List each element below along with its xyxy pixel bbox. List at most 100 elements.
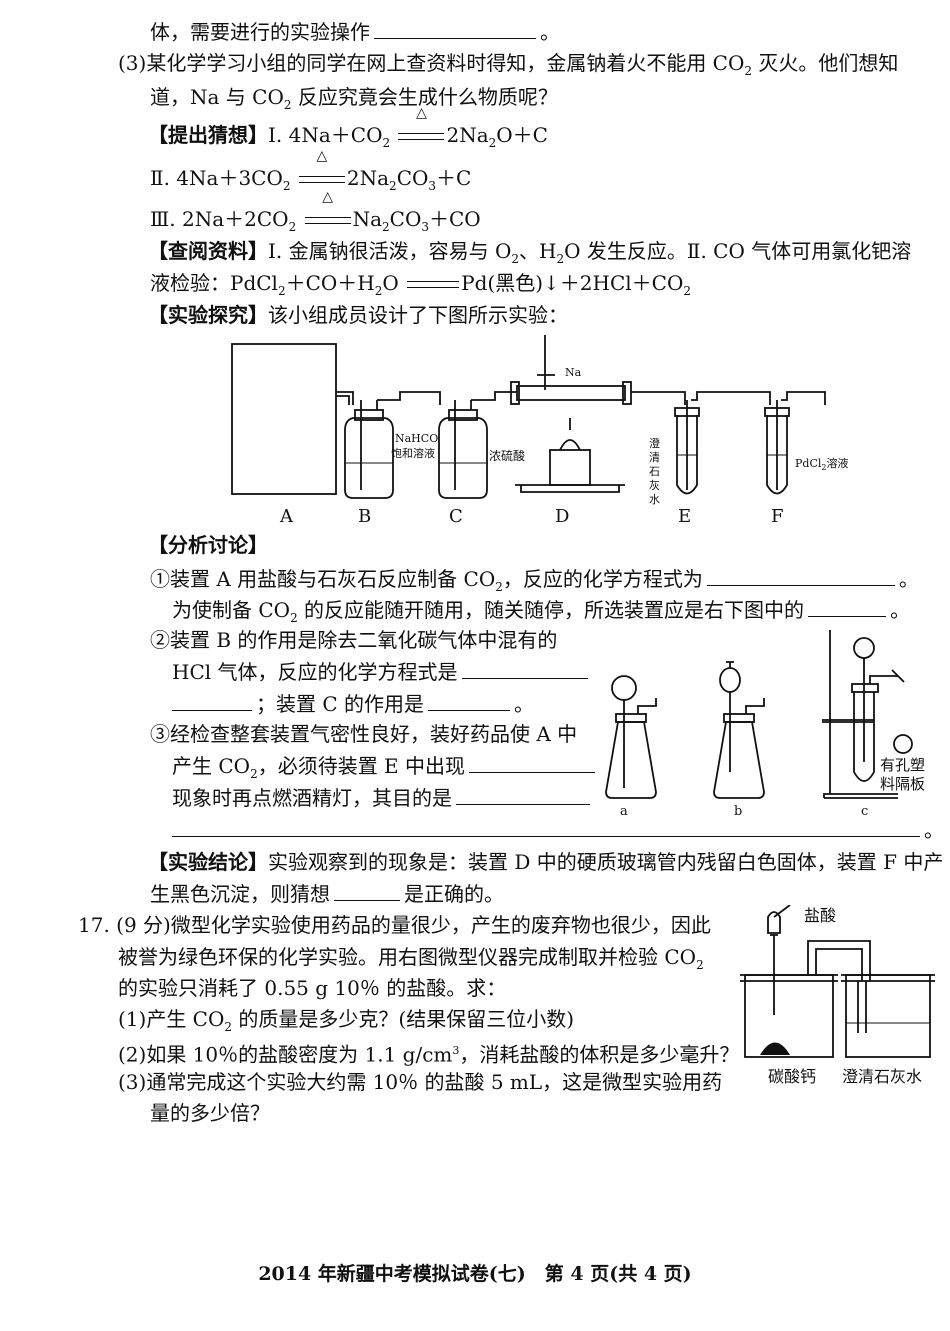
analysis-q1-line2: 为使制备 CO2 的反应能随开随用，随关随停，所选装置应是右下图中的。 — [172, 596, 911, 625]
fig-limewater-label: 澄清石灰水 — [842, 1067, 922, 1086]
test-tube-f — [766, 415, 788, 495]
glass-tube-d — [516, 385, 626, 401]
q1-line2-text-b: 的反应能随开随用，随关随停，所选装置应是右下图中的 — [297, 598, 805, 622]
lookup-heading: 【查阅资料】 — [148, 239, 268, 263]
heat-symbol: △ — [322, 189, 333, 205]
e-label-1: 清 — [649, 451, 660, 464]
q17-text2: 被誉为绿色环保的化学实验。用右图微型仪器完成制取并检验 CO — [118, 945, 697, 969]
q17-part1: (1)产生 CO2 的质量是多少克？(结果保留三位小数) — [118, 1007, 574, 1034]
explore-heading: 【实验探究】 — [148, 303, 268, 327]
e-label-4: 水 — [649, 493, 660, 506]
vessel-left — [744, 974, 834, 1058]
page-footer: 2014 年新疆中考模拟试卷(七) 第 4 页(共 4 页) — [258, 1263, 692, 1285]
punct: 。 — [898, 567, 919, 591]
q17-p1b: 的质量是多少克？(结果保留三位小数) — [232, 1007, 574, 1031]
apparatus-diagram: Na NaHCO 饱和溶液 浓硫酸 澄 清 石 灰 水 PdCl2溶液 A B … — [231, 335, 848, 527]
guess-3-right2: CO — [389, 207, 422, 231]
answer-blank[interactable] — [374, 18, 536, 39]
e-label-2: 石 — [649, 465, 660, 478]
analysis-heading: 【分析讨论】 — [148, 533, 268, 557]
heat-equals: △ — [297, 149, 347, 191]
lookup-text1b: 、H — [519, 239, 557, 263]
lookup-line2: 液检验：PdCl2＋CO＋H2O Pd(黑色)↓＋2HCl＋CO2 — [150, 270, 691, 298]
answer-blank[interactable] — [808, 596, 887, 617]
e-label-0: 澄 — [649, 436, 660, 450]
b-solution-label: NaHCO — [395, 432, 438, 445]
conclusion-text2: 生黑色沉淀，则猜想 — [150, 882, 330, 906]
conclusion-heading: 【实验结论】 — [148, 850, 268, 874]
guess-3-right: Na — [352, 207, 383, 231]
equals-sign — [405, 270, 461, 296]
q2-text2: HCl 气体，反应的化学方程式是 — [172, 660, 458, 684]
analysis-q2-line3: ；装置 C 的作用是 。 — [172, 690, 534, 717]
heat-equals: △ — [303, 190, 353, 232]
guess-2: Ⅱ. 4Na＋3CO2 △2Na2CO3＋C — [150, 148, 472, 193]
analysis-q3-line3: 现象时再点燃酒精灯，其目的是 — [172, 784, 594, 811]
label-c: c — [861, 804, 868, 819]
flask-a — [605, 721, 657, 799]
stand-c — [823, 630, 898, 799]
guess-heading: 【提出猜想】 — [148, 123, 268, 147]
answer-blank[interactable] — [172, 816, 920, 837]
answer-blank[interactable] — [428, 690, 511, 711]
conclusion-line1: 【实验结论】实验观察到的现象是：装置 D 中的硬质玻璃管内残留白色固体，装置 F… — [148, 849, 943, 875]
na-label: Na — [565, 366, 582, 379]
perforated-plate-note2: 料隔板 — [880, 775, 925, 793]
lookup-text1: Ⅰ. 金属钠很活泼，容易与 O — [268, 239, 512, 263]
q17-p1: (1)产生 CO — [118, 1007, 225, 1031]
b-solution-label2: 饱和溶液 — [391, 446, 435, 460]
answer-blank[interactable] — [461, 658, 588, 679]
q17-p3: (3)通常完成这个实验大约需 10％ 的盐酸 5 mL，这是微型实验用药 — [118, 1070, 723, 1094]
explore-line: 【实验探究】该小组成员设计了下图所示实验： — [148, 302, 568, 328]
fig-caco3-label: 碳酸钙 — [768, 1067, 816, 1086]
conclusion-line2: 生黑色沉淀，则猜想是正确的。 — [150, 880, 504, 907]
lookup-text2c: O — [382, 271, 399, 295]
heat-symbol: △ — [316, 148, 328, 164]
answer-blank[interactable] — [706, 565, 895, 586]
punct: 。 — [890, 598, 911, 622]
punct: 。 — [514, 692, 535, 716]
q3b-text3: 现象时再点燃酒精灯，其目的是 — [172, 786, 452, 810]
letter-b: B — [358, 506, 371, 527]
flask-b — [713, 721, 765, 799]
guess-1-right2: O＋C — [496, 123, 548, 147]
analysis-q1-line1: ①装置 A 用盐酸与石灰石反应制备 CO2，反应的化学方程式为。 — [150, 565, 919, 594]
punct: 。 — [540, 20, 560, 44]
q3b-text2: 产生 CO — [172, 754, 251, 778]
q17-p2b: ，消耗盐酸的体积是多少毫升？ — [459, 1042, 740, 1067]
answer-blank[interactable] — [172, 690, 252, 711]
answer-blank[interactable] — [456, 784, 590, 805]
q17-p2: (2)如果 10％的盐酸密度为 1.1 g/cm — [118, 1042, 453, 1067]
apparatus-a-box — [231, 343, 337, 495]
guess-1-right: 2Na — [446, 123, 489, 147]
answer-blank[interactable] — [334, 880, 400, 901]
guess-3: Ⅲ. 2Na＋2CO2 △Na2CO3＋CO — [150, 189, 481, 234]
letter-f: F — [771, 506, 784, 527]
guess-1-left: Ⅰ. 4Na＋CO — [268, 123, 383, 147]
q3-text2-tail: 反应究竟会生成什么物质呢？ — [291, 85, 558, 109]
punct: 。 — [924, 818, 944, 842]
lookup-text2b: ＋CO＋H — [285, 271, 375, 295]
q3-text: (3)某化学学习小组的同学在网上查资料时得知，金属钠着火不能用 CO — [118, 51, 745, 75]
answer-blank[interactable] — [469, 752, 596, 773]
analysis-q2-line1: ②装置 B 的作用是除去二氧化碳气体中混有的 — [150, 627, 557, 653]
letter-e: E — [678, 506, 691, 527]
q17-line1: 17. (9 分)微型化学实验使用药品的量很少，产生的废弃物也很少，因此 — [78, 912, 711, 938]
q17-line2: 被誉为绿色环保的化学实验。用右图微型仪器完成制取并检验 CO2 — [118, 945, 704, 972]
calcium-carbonate-solid — [760, 1042, 790, 1055]
q3-text2: 道，Na 与 CO — [150, 85, 284, 109]
q17-text1: (9 分)微型化学实验使用药品的量很少，产生的废弃物也很少，因此 — [116, 913, 711, 937]
q2-text3: ；装置 C 的作用是 — [256, 692, 425, 716]
q3-text-tail: 灭火。他们想知 — [752, 51, 899, 75]
q17-part2: (2)如果 10％的盐酸密度为 1.1 g/cm3，消耗盐酸的体积是多少毫升？ — [118, 1042, 740, 1067]
q1-text: ①装置 A 用盐酸与石灰石反应制备 CO — [150, 567, 496, 591]
q17-text3: 的实验只消耗了 0.55 g 10％ 的盐酸。求： — [118, 976, 507, 1000]
fig-hcl-label: 盐酸 — [804, 906, 836, 925]
q1-line2-text: 为使制备 CO — [172, 598, 291, 622]
q17-part3-line2: 量的多少倍？ — [150, 1100, 270, 1126]
conclusion-text1: 实验观察到的现象是：装置 D 中的硬质玻璃管内残留白色固体，装置 F 中产 — [268, 850, 944, 874]
guess-2-right3: ＋C — [436, 166, 472, 190]
q1-text-b: ，反应的化学方程式为 — [502, 567, 703, 591]
micro-apparatus: 盐酸 碳酸钙 澄清石灰水 — [740, 905, 935, 1086]
analysis-q2-line2: HCl 气体，反应的化学方程式是 — [172, 658, 592, 685]
